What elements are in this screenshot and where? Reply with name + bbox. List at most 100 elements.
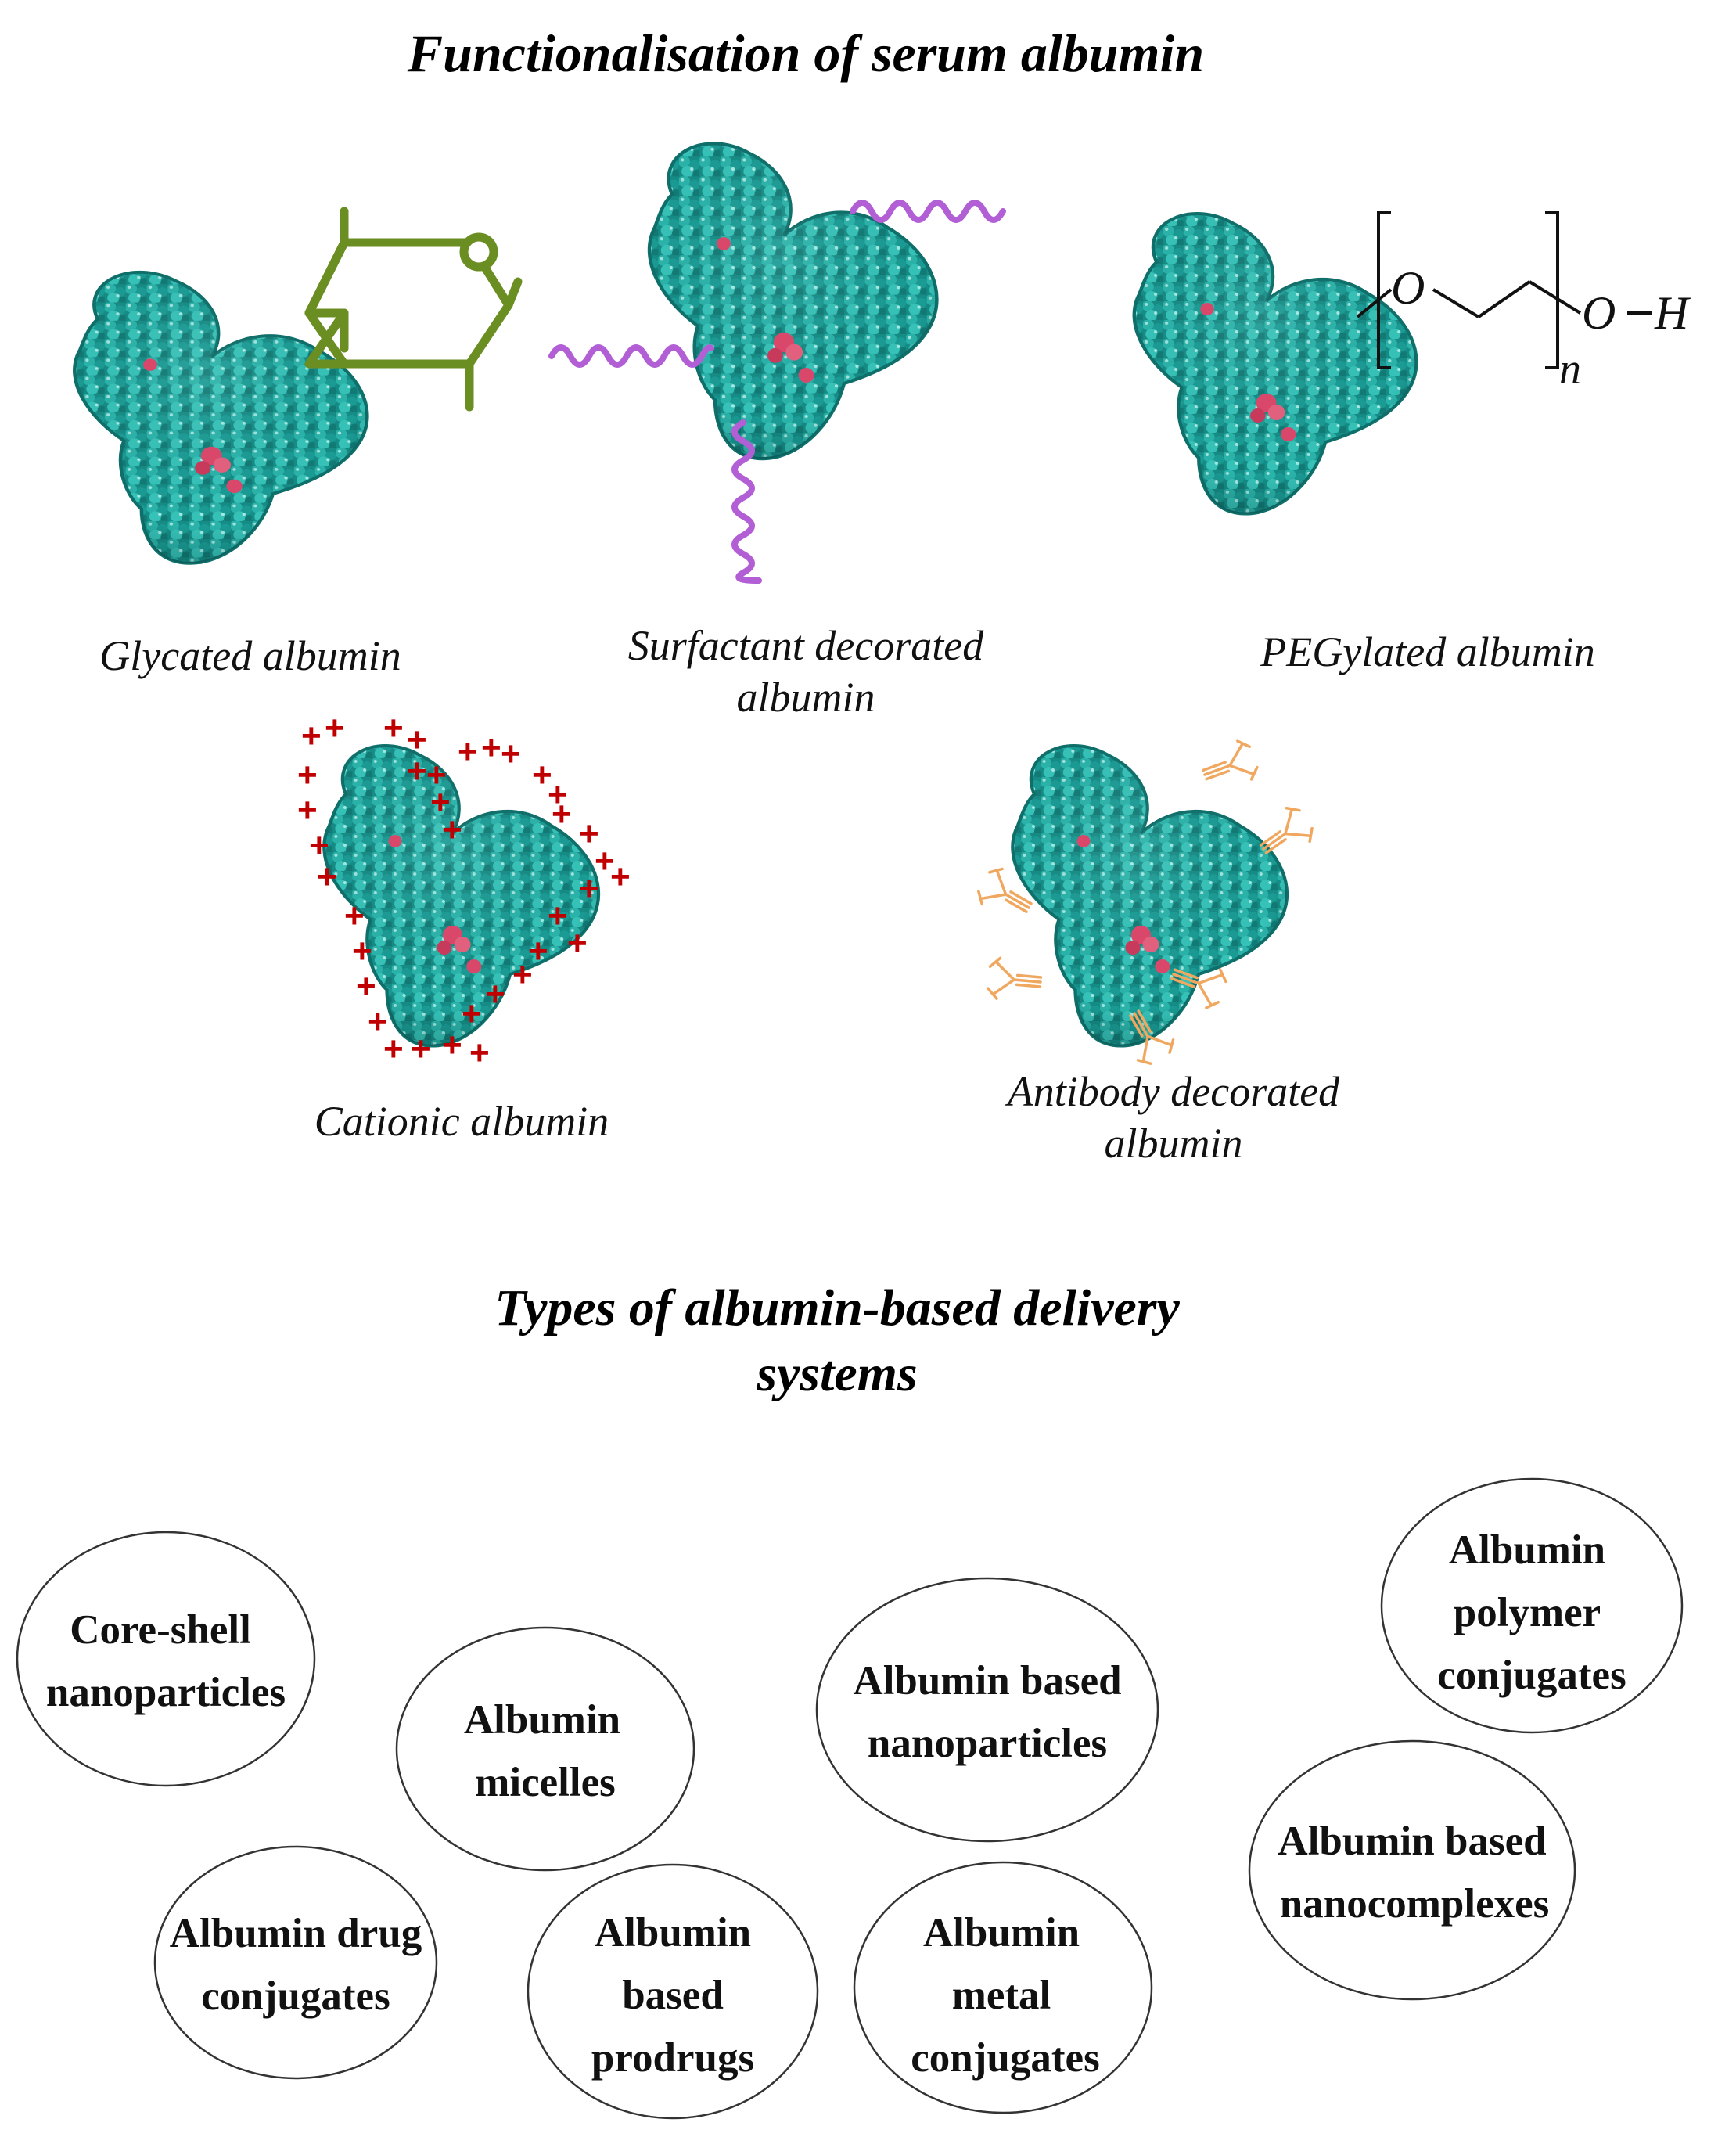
- nanocomplexes-line2: nanocomplexes: [1280, 1881, 1550, 1927]
- title-functionalisation: Functionalisation of serum albumin: [407, 23, 1205, 83]
- core-shell-line2: nanoparticles: [46, 1670, 286, 1715]
- title-delivery-systems: Types of albumin-based delivery systems: [329, 1275, 1346, 1407]
- micelles-line2: micelles: [475, 1760, 616, 1805]
- peg-o1-label: O: [1391, 262, 1425, 314]
- polymer-line3: conjugates: [1437, 1653, 1626, 1698]
- positive-charge-icon: +: [407, 752, 427, 790]
- positive-charge-icon: +: [297, 791, 318, 829]
- svg-text:conjugates: conjugates: [911, 2035, 1099, 2081]
- positive-charge-icon: +: [368, 1002, 388, 1041]
- antibody-albumin-icon: [972, 736, 1319, 1070]
- positive-charge-icon: +: [610, 858, 631, 896]
- ellipse-based-nanoparticles: Albumin based nanoparticles: [815, 1577, 1159, 1843]
- caption-pegylated: PEGylated albumin: [1232, 626, 1623, 678]
- positive-charge-icon: +: [552, 795, 572, 833]
- svg-text:Core-shell: Core-shell: [70, 1607, 251, 1653]
- peg-n-label: n: [1559, 345, 1581, 394]
- caption-surfactant-line1: Surfactant decorated: [627, 622, 984, 669]
- positive-charge-icon: +: [485, 975, 505, 1013]
- delivery-systems: Core-shell nanoparticles Albumin micelle…: [16, 1477, 1684, 2120]
- ellipse-core-shell: Core-shell nanoparticles: [16, 1531, 316, 1787]
- metal-line2: metal: [952, 1973, 1051, 2018]
- positive-charge-icon: +: [426, 756, 447, 794]
- micelles-line1: Albumin: [464, 1697, 620, 1743]
- surfactant-albumin-icon: [548, 143, 1006, 584]
- positive-charge-icon: +: [356, 967, 376, 1006]
- based-np-line2: nanoparticles: [868, 1721, 1107, 1766]
- caption-cationic: Cationic albumin: [266, 1095, 657, 1147]
- positive-charge-icon: +: [344, 897, 365, 935]
- based-np-line1: Albumin based: [853, 1658, 1121, 1703]
- caption-antibody: Antibody decorated albumin: [970, 1066, 1377, 1169]
- positive-charge-icon: +: [317, 858, 337, 896]
- positive-charge-icon: +: [407, 721, 427, 759]
- caption-glycated-line1: Glycated albumin: [99, 632, 401, 679]
- caption-surfactant: Surfactant decorated albumin: [587, 620, 1025, 723]
- positive-charge-icon: +: [532, 756, 552, 794]
- ellipse-nanocomplexes: Albumin based nanocomplexes: [1248, 1739, 1576, 2001]
- svg-text:Albumin based: Albumin based: [853, 1658, 1121, 1703]
- caption-pegylated-line1: PEGylated albumin: [1260, 628, 1595, 675]
- svg-text:Albumin: Albumin: [464, 1697, 620, 1743]
- svg-text:nanocomplexes: nanocomplexes: [1280, 1881, 1550, 1927]
- positive-charge-icon: +: [469, 1034, 490, 1072]
- positive-charge-icon: +: [501, 735, 521, 773]
- positive-charge-icon: +: [325, 709, 345, 747]
- positive-charge-icon: +: [567, 924, 588, 962]
- svg-text:based: based: [622, 1973, 724, 2018]
- positive-charge-icon: +: [595, 842, 615, 880]
- svg-text:micelles: micelles: [475, 1760, 616, 1805]
- positive-charge-icon: +: [297, 756, 318, 794]
- positive-charge-icon: +: [579, 815, 599, 853]
- ellipse-prodrugs: Albumin based prodrugs: [527, 1863, 819, 2120]
- positive-charge-icon: +: [481, 729, 501, 767]
- ellipse-polymer-conjugates: Albumin polymer conjugates: [1380, 1477, 1684, 1734]
- peg-o2-label: O: [1582, 287, 1616, 339]
- positive-charge-icon: +: [430, 783, 451, 822]
- caption-antibody-line1: Antibody decorated: [1007, 1068, 1340, 1115]
- ellipse-drug-conjugates: Albumin drug conjugates: [153, 1845, 438, 2080]
- title-delivery-line1: Types of albumin-based delivery: [494, 1279, 1180, 1337]
- positive-charge-icon: +: [442, 811, 462, 849]
- positive-charge-icon: +: [411, 1030, 431, 1068]
- svg-text:nanoparticles: nanoparticles: [868, 1721, 1107, 1766]
- positive-charge-icon: +: [579, 869, 599, 908]
- ellipse-micelles: Albumin micelles: [395, 1626, 695, 1872]
- svg-text:Albumin based: Albumin based: [1278, 1819, 1546, 1864]
- svg-text:metal: metal: [952, 1973, 1051, 2018]
- prodrugs-line3: prodrugs: [591, 2035, 754, 2081]
- positive-charge-icon: +: [548, 897, 568, 935]
- svg-text:nanoparticles: nanoparticles: [46, 1670, 286, 1715]
- nanocomplexes-line1: Albumin based: [1278, 1819, 1546, 1864]
- title-delivery-line2: systems: [757, 1345, 918, 1402]
- positive-charge-icon: +: [383, 1030, 404, 1068]
- prodrugs-line2: based: [622, 1973, 724, 2018]
- caption-surfactant-line2: albumin: [736, 674, 875, 721]
- positive-charge-icon: +: [301, 717, 322, 755]
- svg-text:conjugates: conjugates: [201, 1973, 390, 2019]
- ellipse-metal-conjugates: Albumin metal conjugates: [853, 1861, 1153, 2114]
- svg-text:Albumin: Albumin: [595, 1910, 751, 1955]
- svg-text:Albumin: Albumin: [923, 1910, 1080, 1955]
- svg-text:conjugates: conjugates: [1437, 1653, 1626, 1698]
- positive-charge-icon: +: [462, 995, 482, 1033]
- polymer-line1: Albumin: [1449, 1527, 1605, 1573]
- metal-line1: Albumin: [923, 1910, 1080, 1955]
- caption-antibody-line2: albumin: [1104, 1120, 1243, 1167]
- metal-line3: conjugates: [911, 2035, 1099, 2081]
- svg-text:polymer: polymer: [1454, 1590, 1601, 1635]
- positive-charge-icon: +: [528, 932, 548, 970]
- caption-cationic-line1: Cationic albumin: [314, 1098, 609, 1145]
- svg-text:Albumin drug: Albumin drug: [170, 1911, 422, 1956]
- polymer-line2: polymer: [1454, 1590, 1601, 1635]
- caption-glycated: Glycated albumin: [47, 630, 454, 682]
- glycated-albumin-icon: [74, 207, 523, 563]
- positive-charge-icon: +: [512, 955, 533, 994]
- drug-line1: Albumin drug: [170, 1911, 422, 1956]
- positive-charge-icon: +: [548, 775, 568, 814]
- positive-charge-icon: +: [352, 932, 372, 970]
- positive-charge-icon: +: [442, 1026, 462, 1064]
- svg-text:prodrugs: prodrugs: [591, 2035, 754, 2081]
- cationic-albumin-icon: ++++++++++++++++++++++++++++++++++++: [297, 709, 631, 1072]
